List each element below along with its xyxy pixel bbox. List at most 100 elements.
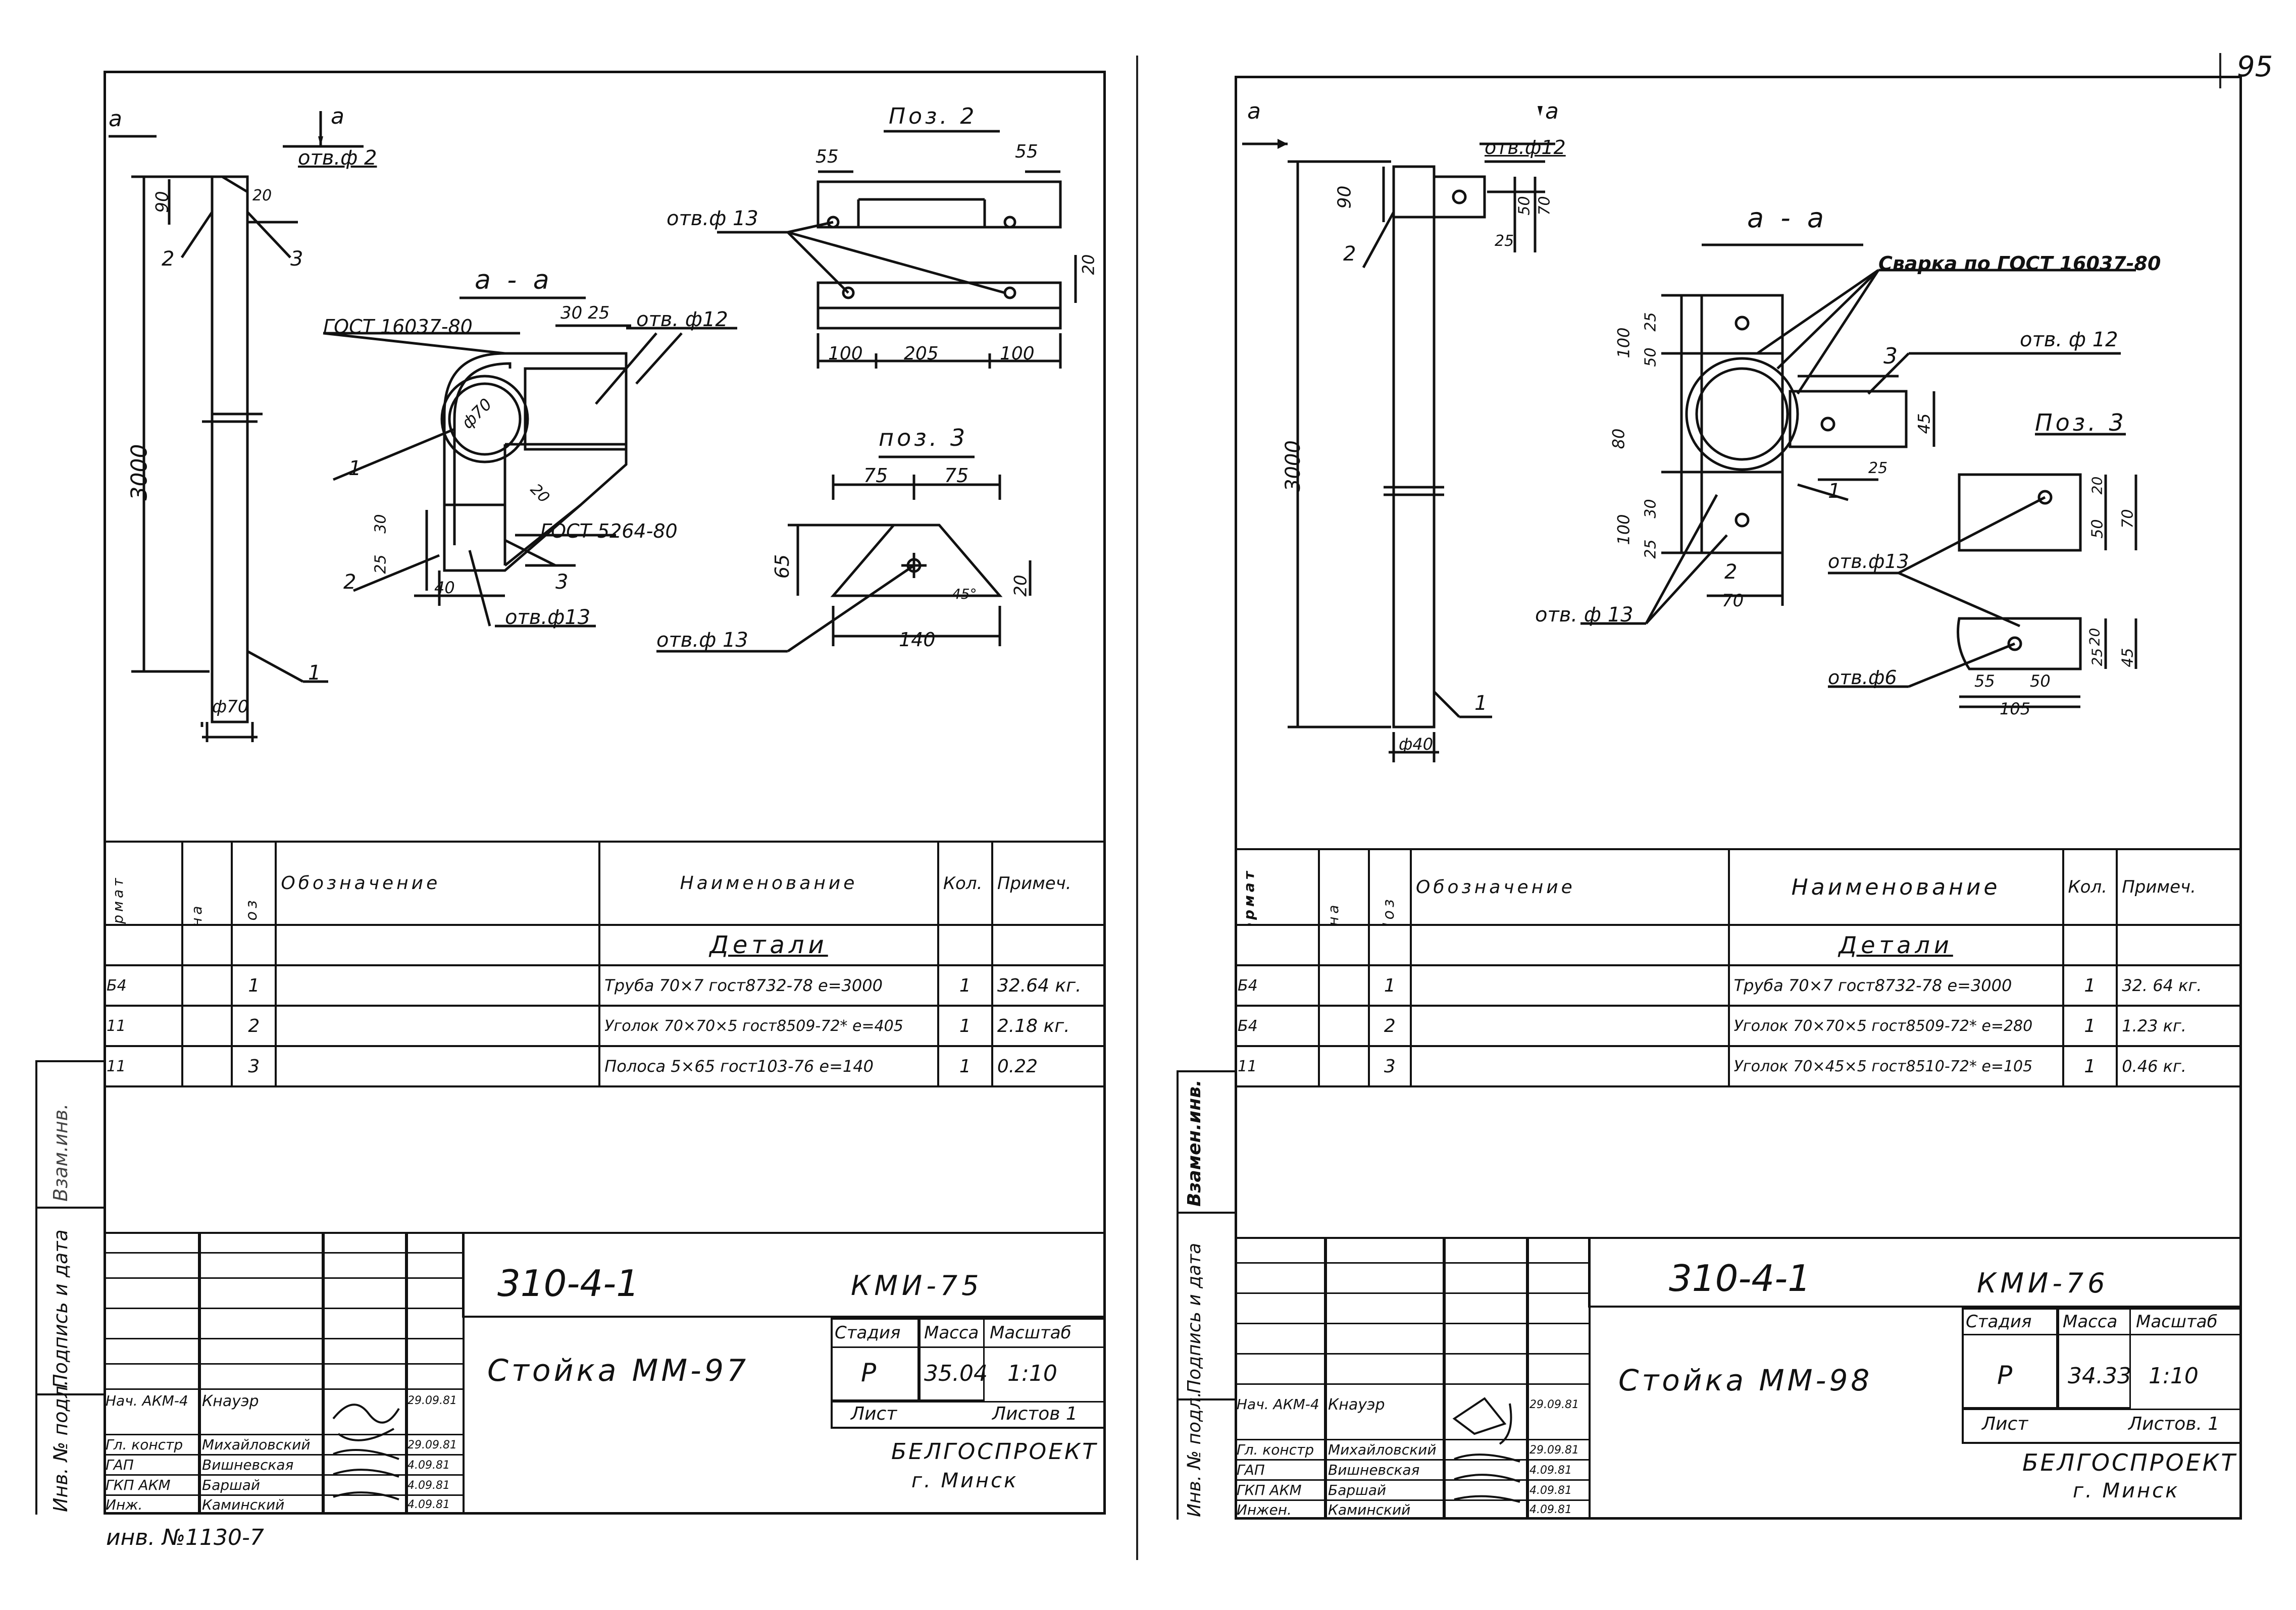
left-spec-r2-format: 11 [104,1005,183,1047]
left-stamp-p3-date: 4.09.81 [407,1459,450,1472]
page-number: 95 [2237,50,2273,83]
left-dim-20-pos3: 20 [1010,575,1031,597]
right-stamp-p2-date: 29.09.81 [1529,1444,1579,1457]
right-stamp-p1-role: Нач. АКМ-4 [1237,1396,1319,1413]
right-side-strip-sep1 [1177,1212,1237,1214]
left-stamp-p1-name: Кнауэр [202,1392,259,1410]
left-spec-h-designation: Обозначение [275,841,601,926]
left-side-strip-top [35,1060,106,1062]
table-row: 11 3 Полоса 5×65 гост103-76 е=140 1 0.22 [104,1045,1106,1087]
left-pos2-title: Поз. 2 [889,103,978,129]
right-stamp-p5-role: Инжен. [1237,1501,1292,1518]
left-spec-r1-note: 32.64 кг. [991,964,1106,1007]
left-stamp-p2-name: Михайловский [202,1436,311,1453]
left-stamp-p1-role: Нач. АКМ-4 [106,1392,188,1409]
right-stamp-sheet-code: КМИ-76 [1977,1267,2109,1299]
left-spec-h-zone: Зона [181,841,233,926]
right-dim-25: 25 [1495,232,1514,250]
left-section-title: a - a [475,265,553,295]
left-stamp-scale: 1:10 [1007,1361,1057,1386]
right-hole-12b: отв. ф 12 [2020,328,2118,351]
right-spec-r2-format: Б4 [1234,1005,1320,1047]
right-spec-r3-qty: 1 [2062,1045,2118,1087]
right-dim-80: 80 [1609,428,1628,449]
left-hole-12: отв. ф12 [636,308,728,331]
left-spec-r2-note: 2.18 кг. [991,1005,1106,1047]
left-stamp-city: г. Минск [911,1469,1018,1492]
left-stamp-p4-role: ГКП АКМ [106,1477,171,1493]
left-spec-section: Детали [598,924,939,966]
table-row: 11 3 Уголок 70×45×5 гост8510-72* е=105 1… [1234,1045,2242,1087]
right-spec-h-designation: Обозначение [1409,848,1730,926]
right-stamp-sheets: Листов. 1 [2128,1414,2220,1434]
right-pos3-title: Поз. 3 [2035,409,2127,436]
left-dim-3000: 3000 [126,444,152,501]
left-title-block: 310-4-1 КМИ-75 Стойка ММ-97 Стадия Масса… [104,1232,1106,1515]
left-side-label-inv: Инв. № подл. [49,1379,72,1512]
right-title-block: 310-4-1 КМИ-76 Стойка ММ-98 Стадия Масса… [1235,1237,2242,1520]
right-dim-50c: 50 [2088,519,2107,539]
right-stamp-mass-h: Масса [2063,1312,2118,1332]
right-hole-6: отв.ф6 [1828,666,1897,689]
right-dim-55: 55 [1974,671,1995,691]
right-side-label-vzam: Взамен.инв. [1184,1079,1205,1207]
right-spec-r1-pos: 1 [1367,964,1412,1007]
left-gost-5264: ГОСТ 5264-80 [540,520,678,542]
left-dim-75a: 75 [863,464,888,487]
right-stamp-signatures [1452,1397,1520,1503]
left-section-pos-2: 2 [343,570,356,594]
right-stamp-sheet: Лист [1982,1414,2028,1434]
page-divider [1136,56,1138,1560]
left-spec-h-format: Формат [104,841,183,926]
left-dim-55a: 55 [815,146,839,167]
right-section-mark-a-side: a [1247,98,1261,124]
right-spec-r3-note: 0.46 кг. [2116,1045,2242,1087]
left-dim-65: 65 [771,554,794,579]
left-stamp-sheet-code: КМИ-75 [851,1270,983,1302]
right-spec-r1-name: Труба 70×7 гост8732-78 е=3000 [1727,964,2064,1007]
left-spec-r1-name: Труба 70×7 гост8732-78 е=3000 [598,964,939,1007]
left-dim-140: 140 [899,629,936,651]
right-dim-25b: 25 [1642,312,1660,332]
table-row: Б4 1 Труба 70×7 гост8732-78 е=3000 1 32.… [104,964,1106,1007]
right-stamp-p2-name: Михайловский [1328,1441,1437,1458]
right-stamp-p4-name: Баршай [1328,1482,1387,1498]
right-weld: Сварка по ГОСТ 16037-80 [1878,252,2161,275]
left-spec-h-pos: Поз [231,841,277,926]
left-stamp-sheets: Листов 1 [992,1404,1078,1424]
left-dim-45deg: 45° [952,586,977,602]
right-side-strip-top [1177,1070,1237,1072]
right-section-pos-2: 2 [1724,560,1738,584]
left-stamp-stage-h: Стадия [835,1323,901,1343]
right-stamp-code: 310-4-1 [1669,1257,1811,1300]
right-dim-25d: 25 [1868,459,1888,477]
left-side-label-vzam: Взам.инв. [49,1103,72,1202]
left-section-pos-1: 1 [348,457,362,480]
right-dim-45: 45 [1914,413,1934,434]
right-dim-25e: 25 [2088,648,2106,666]
right-stamp-scale-h: Масштаб [2136,1312,2218,1332]
left-stamp-p5-date: 4.09.81 [407,1498,450,1511]
right-spec-r3-name: Уголок 70×45×5 гост8510-72* е=105 [1727,1045,2064,1087]
right-side-label-sign: Подпись и дата [1184,1242,1205,1393]
left-side-strip-sep1 [35,1207,106,1209]
left-side-strip-sep2 [35,1393,106,1395]
left-dim-20: 20 [252,187,272,204]
left-stamp-scale-h: Масштаб [990,1323,1072,1343]
left-d70: ф70 [212,697,249,717]
right-dim-50: 50 [1515,196,1534,216]
left-dim-20b: 20 [1079,254,1098,275]
right-spec-h-zone: Зона [1318,848,1370,926]
right-dim-100b: 100 [1614,514,1634,545]
right-stamp-p5-date: 4.09.81 [1529,1503,1572,1516]
right-stamp-org: БЕЛГОСПРОЕКТ [2022,1449,2237,1476]
right-pos-1: 1 [1474,692,1488,715]
right-spec-r3-pos: 3 [1367,1045,1412,1087]
right-stamp-p2-role: Гл. констр [1237,1441,1314,1458]
left-section-mark-a-side: a [109,106,122,132]
right-stamp-city: г. Минск [2073,1479,2180,1502]
left-stamp-p2-date: 29.09.81 [407,1439,457,1451]
left-inv-note: инв. №1130-7 [106,1525,264,1550]
right-hole-13-pos3: отв.ф13 [1828,550,1909,573]
left-side-strip [35,1060,37,1515]
